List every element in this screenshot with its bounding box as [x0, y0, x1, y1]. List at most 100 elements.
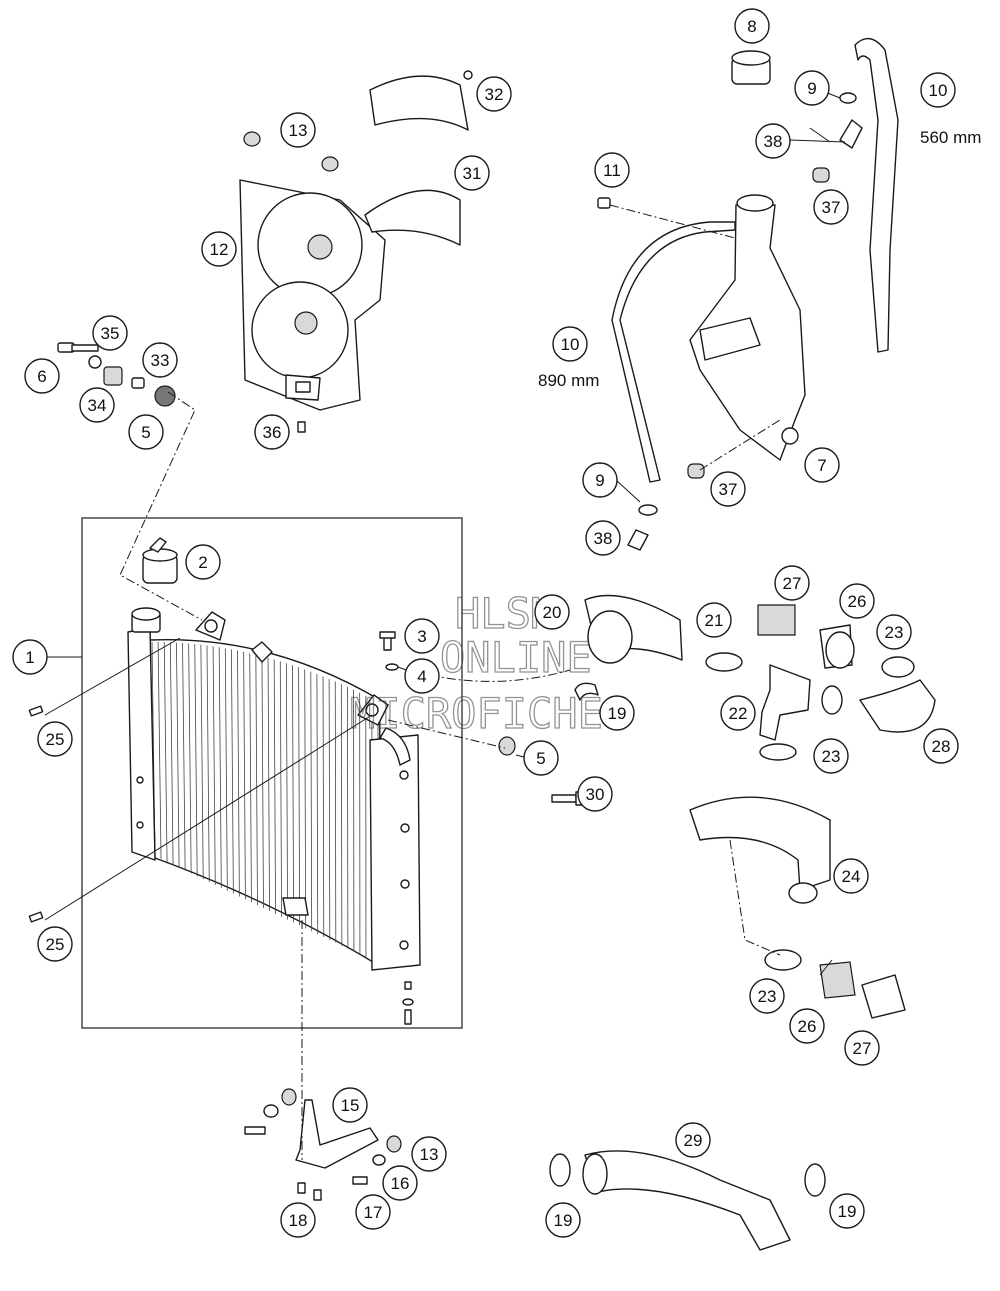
- callout-c13a: 13: [280, 112, 316, 148]
- callout-c34: 34: [79, 387, 115, 423]
- callout-c23b: 23: [813, 738, 849, 774]
- callout-number: 13: [420, 1145, 439, 1164]
- callout-circle: [749, 978, 785, 1014]
- callout-number: 11: [603, 161, 621, 180]
- callout-c26b: 26: [789, 1008, 825, 1044]
- callout-number: 33: [151, 351, 170, 370]
- callout-number: 23: [885, 623, 904, 642]
- callout-c19a: 19: [599, 695, 635, 731]
- callout-number: 2: [198, 553, 207, 572]
- callout-circle: [720, 695, 756, 731]
- radiator-fin: [237, 650, 240, 897]
- callout-c10b: 10: [552, 326, 588, 362]
- callout-c18: 18: [280, 1202, 316, 1238]
- callout-c27a: 27: [774, 565, 810, 601]
- callout-number: 27: [853, 1039, 872, 1058]
- callout-number: 8: [747, 17, 756, 36]
- callout-c27b: 27: [844, 1030, 880, 1066]
- callout-c1: 1: [12, 639, 48, 675]
- callout-number: 13: [289, 121, 308, 140]
- callout-number: 26: [848, 592, 867, 611]
- callout-c33: 33: [142, 342, 178, 378]
- callout-circle: [201, 231, 237, 267]
- callout-circle: [545, 1202, 581, 1238]
- callout-circle: [12, 639, 48, 675]
- callout-circle: [37, 926, 73, 962]
- callout-c31: 31: [454, 155, 490, 191]
- callout-circle: [382, 1165, 418, 1201]
- callout-number: 27: [783, 574, 802, 593]
- callout-c2: 2: [185, 544, 221, 580]
- callout-circle: [128, 414, 164, 450]
- callout-circle: [254, 414, 290, 450]
- callout-number: 38: [594, 529, 613, 548]
- radiator-assembly-frame: [81, 517, 463, 1029]
- callout-circle: [404, 658, 440, 694]
- callout-c21: 21: [696, 602, 732, 638]
- callout-c13b: 13: [411, 1136, 447, 1172]
- callout-circle: [755, 123, 791, 159]
- callout-number: 6: [37, 367, 46, 386]
- callout-circle: [844, 1030, 880, 1066]
- fan-cover-illustration: [364, 70, 473, 246]
- callout-number: 7: [817, 456, 826, 475]
- callout-circle: [794, 70, 830, 106]
- callout-number: 31: [463, 164, 482, 183]
- callout-circle: [789, 1008, 825, 1044]
- callout-number: 19: [608, 704, 627, 723]
- radiator-fin: [169, 642, 174, 865]
- callout-c23a: 23: [876, 614, 912, 650]
- callout-circle: [675, 1122, 711, 1158]
- callout-number: 17: [364, 1203, 383, 1222]
- radiator-fin: [157, 642, 162, 859]
- callout-number: 9: [595, 471, 604, 490]
- callout-number: 18: [289, 1211, 308, 1230]
- radiator-fin: [212, 646, 216, 885]
- radiator-fin: [261, 656, 264, 909]
- callout-circle: [355, 1194, 391, 1230]
- callout-number: 30: [586, 785, 605, 804]
- callout-circle: [411, 1136, 447, 1172]
- callout-circle: [404, 618, 440, 654]
- callout-number: 10: [929, 81, 948, 100]
- radiator-fin: [231, 649, 234, 894]
- callout-number: 5: [536, 749, 545, 768]
- callout-number: 16: [391, 1174, 410, 1193]
- radiator-fin: [194, 644, 198, 877]
- callout-circle: [185, 544, 221, 580]
- callout-circle: [577, 776, 613, 812]
- callout-c37b: 37: [710, 471, 746, 507]
- callout-circle: [332, 1087, 368, 1123]
- callout-number: 23: [822, 747, 841, 766]
- callout-circle: [280, 112, 316, 148]
- callout-circle: [552, 326, 588, 362]
- callout-c16: 16: [382, 1165, 418, 1201]
- callout-c9b: 9: [582, 462, 618, 498]
- callout-c6: 6: [24, 358, 60, 394]
- callout-number: 29: [684, 1131, 703, 1150]
- callout-c19b: 19: [545, 1202, 581, 1238]
- callout-number: 19: [554, 1211, 573, 1230]
- hose-10-lower-length: 890 mm: [538, 371, 599, 390]
- radiator-fin: [298, 667, 301, 926]
- callout-c15: 15: [332, 1087, 368, 1123]
- thermostat-hose-group-illustration: [574, 594, 936, 1019]
- callout-number: 23: [758, 987, 777, 1006]
- expansion-tank-illustration: [689, 194, 806, 461]
- callout-number: 26: [798, 1017, 817, 1036]
- callout-number: 3: [417, 627, 426, 646]
- callout-circle: [79, 387, 115, 423]
- radiator-fin: [206, 645, 210, 883]
- callout-c35: 35: [92, 315, 128, 351]
- callout-circle: [585, 520, 621, 556]
- callout-number: 15: [341, 1096, 360, 1115]
- callout-circle: [454, 155, 490, 191]
- callout-c5a: 5: [128, 414, 164, 450]
- callout-number: 35: [101, 324, 120, 343]
- radiator-cap-illustration: [142, 537, 178, 584]
- callout-circle: [710, 471, 746, 507]
- radiator-fin: [285, 663, 288, 920]
- callout-circle: [599, 695, 635, 731]
